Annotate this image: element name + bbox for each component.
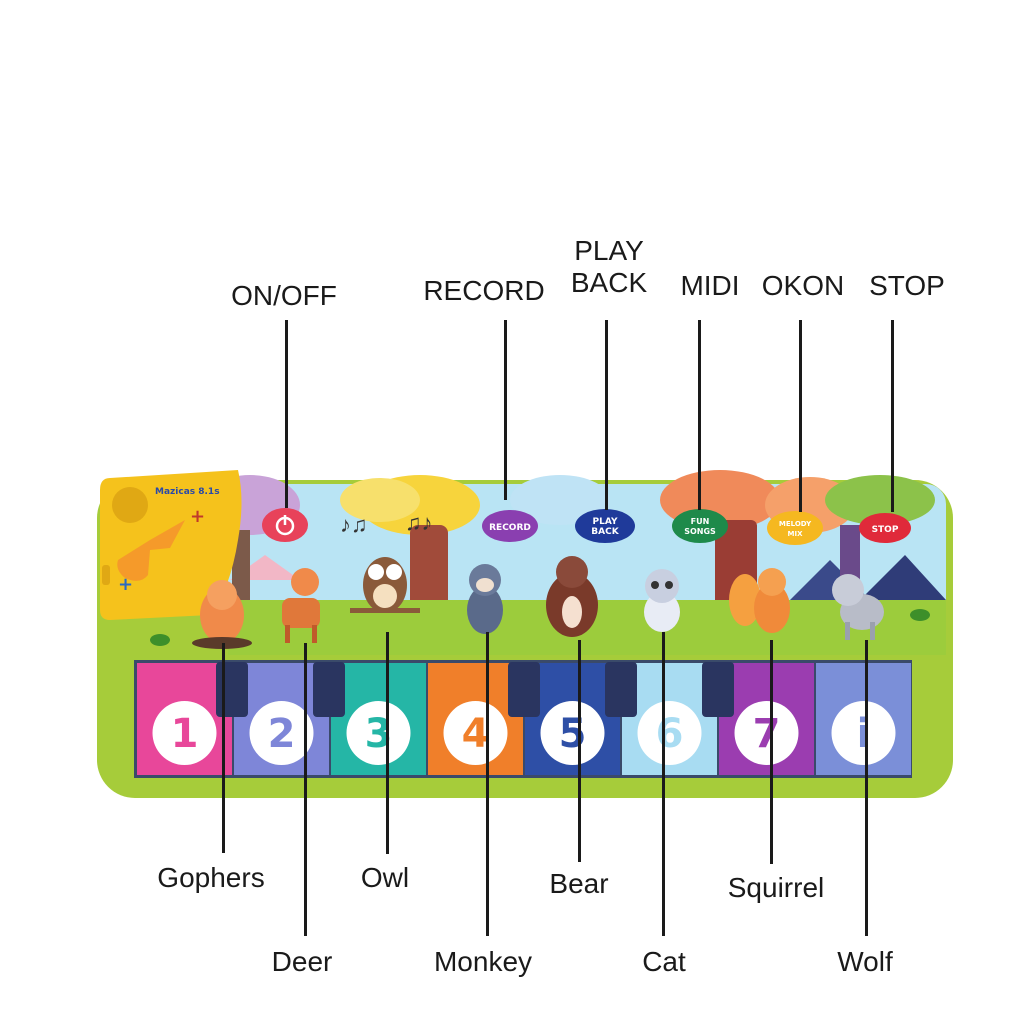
fun-songs-button[interactable]: FUN SONGS <box>672 509 728 543</box>
piano-key[interactable]: i <box>816 663 911 775</box>
brand-text: Mazicas 8.1s <box>155 487 220 497</box>
leader-line <box>222 643 225 853</box>
leader-line <box>386 632 389 854</box>
leader-line <box>891 320 894 512</box>
key-number-label: 5 <box>559 711 587 757</box>
leader-line <box>578 640 581 862</box>
key-number-badge <box>249 701 314 765</box>
label-owl: Owl <box>360 862 410 893</box>
key-number-badge <box>346 701 411 765</box>
music-note-icon <box>117 520 185 581</box>
leader-line <box>504 320 507 500</box>
label-monkey: Monkey <box>433 946 533 977</box>
label-gophers: Gophers <box>157 862 265 893</box>
black-key[interactable] <box>313 662 345 717</box>
piano-key[interactable]: 3 <box>331 663 426 775</box>
squirrel-figure <box>729 568 790 633</box>
label-play-back-line1: PLAY <box>574 235 644 266</box>
label-record: RECORD <box>423 275 545 306</box>
label-bear: Bear <box>549 868 609 899</box>
leader-line <box>698 320 701 510</box>
key-number-label: 6 <box>656 711 684 757</box>
leader-line <box>865 640 868 936</box>
tree-trunk <box>232 530 250 610</box>
key-number-label: 2 <box>268 711 296 757</box>
piano-key[interactable]: 7 <box>719 663 814 775</box>
cat-figure <box>644 569 680 632</box>
svg-text:BACK: BACK <box>591 527 619 537</box>
key-number-badge <box>831 701 896 765</box>
piano-key[interactable]: 6 <box>622 663 717 775</box>
key-number-badge <box>637 701 702 765</box>
melody-mix-button[interactable]: MELODY MIX <box>767 511 823 545</box>
label-play-back: PLAY BACK <box>571 235 647 299</box>
music-notes-icon: ♫♪ <box>405 510 433 535</box>
music-notes-icon: ♪♫ <box>340 512 368 537</box>
stop-button[interactable]: STOP <box>859 513 911 543</box>
leader-line <box>770 640 773 864</box>
black-key[interactable] <box>216 662 248 717</box>
leader-line <box>605 320 608 510</box>
piano-key[interactable]: 5 <box>525 663 620 775</box>
key-number-badge <box>540 701 605 765</box>
control-panel: Mazicas 8.1s + + <box>100 470 242 620</box>
label-stop: STOP <box>869 270 945 301</box>
key-number-label: 7 <box>753 711 781 757</box>
svg-text:SONGS: SONGS <box>684 527 716 536</box>
black-key[interactable] <box>508 662 540 717</box>
wolf-figure <box>832 574 884 640</box>
label-midi: MIDI <box>680 270 740 301</box>
deer-figure <box>282 568 320 643</box>
svg-text:FUN: FUN <box>691 517 710 526</box>
label-wolf: Wolf <box>837 946 893 977</box>
leader-line <box>486 632 489 936</box>
svg-text:MELODY: MELODY <box>779 520 812 528</box>
key-number-label: i <box>857 711 871 757</box>
key-number-badge <box>443 701 508 765</box>
leader-line <box>304 643 307 936</box>
svg-text:PLAY: PLAY <box>593 517 618 527</box>
record-button[interactable]: RECORD <box>482 510 538 542</box>
label-play-back-line2: BACK <box>570 267 648 299</box>
monkey-figure <box>467 564 503 634</box>
power-button[interactable] <box>262 508 308 542</box>
piano-key[interactable]: 1 <box>137 663 232 775</box>
black-key[interactable] <box>702 662 734 717</box>
bear-figure <box>546 556 598 637</box>
key-number-badge <box>152 701 217 765</box>
volume-down-icon: + <box>118 574 133 595</box>
leader-line <box>799 320 802 512</box>
label-squirrel: Squirrel <box>727 872 825 903</box>
label-on-off: ON/OFF <box>231 280 337 311</box>
black-key[interactable] <box>605 662 637 717</box>
volume-up-icon: + <box>190 506 205 527</box>
svg-text:STOP: STOP <box>872 525 899 535</box>
piano-key[interactable]: 4 <box>428 663 523 775</box>
svg-text:RECORD: RECORD <box>489 523 531 533</box>
label-okon: OKON <box>761 270 845 301</box>
svg-text:MIX: MIX <box>788 530 804 538</box>
speaker-grille-icon <box>112 487 148 523</box>
key-number-label: 4 <box>462 711 490 757</box>
label-deer: Deer <box>271 946 333 977</box>
key-number-badge <box>734 701 799 765</box>
label-cat: Cat <box>642 946 686 977</box>
leader-line <box>285 320 288 508</box>
owl-figure <box>350 557 420 613</box>
leader-line <box>662 632 665 936</box>
play-back-button[interactable]: PLAY BACK <box>575 509 635 543</box>
key-number-label: 1 <box>171 711 199 757</box>
